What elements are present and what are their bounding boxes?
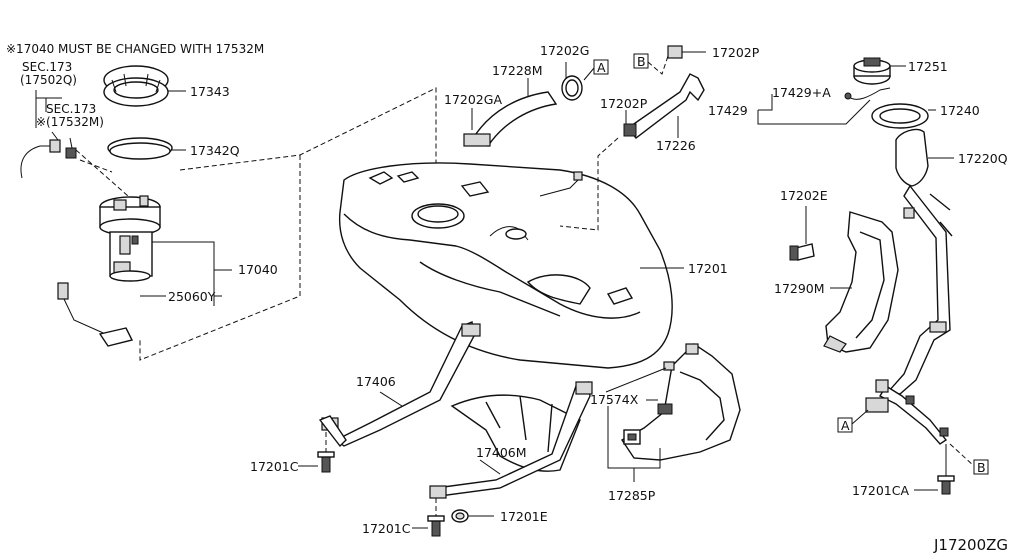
fuel-pump-assembly bbox=[99, 195, 161, 282]
fuel-tank bbox=[338, 162, 673, 369]
callout-17202ga: 17202GA bbox=[444, 92, 502, 107]
callout-17429: 17429 bbox=[708, 103, 748, 118]
bolt-17201ca bbox=[937, 444, 955, 495]
callout-17228m: 17228M bbox=[492, 63, 543, 78]
callout-17285p: 17285P bbox=[608, 488, 656, 503]
callout-17343: 17343 bbox=[190, 84, 230, 99]
marker-b-right bbox=[973, 459, 989, 475]
callout-17202e: 17202E bbox=[780, 188, 828, 203]
marker-b-top-label: B bbox=[637, 54, 646, 69]
marker-a-right-label: A bbox=[841, 418, 850, 433]
marker-a-top bbox=[593, 59, 609, 75]
callout-17202p-mid: 17202P bbox=[600, 96, 648, 111]
sec-ref-leader bbox=[35, 90, 62, 128]
callout-17290m: 17290M bbox=[774, 281, 825, 296]
sec-ref-2-sub: ※(17532M) bbox=[36, 115, 104, 129]
callout-17201: 17201 bbox=[688, 261, 728, 276]
heat-insulator bbox=[450, 394, 581, 472]
callout-17406m: 17406M bbox=[476, 445, 527, 460]
fuel-level-sender bbox=[57, 282, 134, 347]
callout-17342q: 17342Q bbox=[190, 143, 240, 158]
hose-clamp-17202g bbox=[561, 75, 583, 101]
bolt-17201c-left bbox=[317, 432, 335, 473]
change-note: ※17040 MUST BE CHANGED WITH 17532M bbox=[6, 42, 264, 56]
callout-25060y: 25060Y bbox=[168, 289, 216, 304]
bolt-17201c-bottom bbox=[427, 498, 445, 537]
sec-ref-1: SEC.173 bbox=[22, 60, 72, 74]
grommet bbox=[789, 243, 815, 261]
cap-tether bbox=[844, 87, 891, 100]
callout-17201ca: 17201CA bbox=[852, 483, 909, 498]
retainer-ring bbox=[103, 65, 169, 107]
callout-17201c-bottom: 17201C bbox=[362, 521, 411, 536]
callout-17240: 17240 bbox=[940, 103, 980, 118]
filler-hose bbox=[463, 91, 558, 147]
sec-ref-1-sub: (17502Q) bbox=[20, 73, 77, 87]
filler-protector bbox=[823, 211, 899, 353]
diagram-code: J17200ZG bbox=[933, 536, 1008, 554]
tank-protector bbox=[620, 343, 741, 461]
callout-17226: 17226 bbox=[656, 138, 696, 153]
marker-b-right-label: B bbox=[977, 460, 986, 475]
tank-band-17406 bbox=[318, 321, 481, 448]
callout-17251: 17251 bbox=[908, 59, 948, 74]
breather-tube bbox=[623, 45, 705, 139]
callout-17202p-top: 17202P bbox=[712, 45, 760, 60]
callout-17574x: 17574X bbox=[590, 392, 639, 407]
callout-17040: 17040 bbox=[238, 262, 278, 277]
callout-17202g: 17202G bbox=[540, 43, 589, 58]
tank-band-17406m bbox=[429, 381, 593, 499]
filler-tube bbox=[865, 128, 953, 445]
filler-seal bbox=[871, 103, 929, 129]
marker-a-top-label: A bbox=[597, 60, 606, 75]
callout-17201c-left: 17201C bbox=[250, 459, 299, 474]
marker-a-right bbox=[837, 417, 853, 433]
callout-17429a: 17429+A bbox=[772, 85, 831, 100]
filler-cap bbox=[853, 57, 891, 85]
marker-b-top bbox=[633, 53, 649, 69]
harness-connector-top bbox=[20, 131, 77, 179]
callout-17406: 17406 bbox=[356, 374, 396, 389]
seal-ring bbox=[107, 137, 173, 160]
pump-leader bbox=[152, 241, 232, 306]
nut-17201e bbox=[451, 509, 469, 523]
callout-17220q: 17220Q bbox=[958, 151, 1008, 166]
sec-ref-2: SEC.173 bbox=[46, 102, 96, 116]
callout-17201e: 17201E bbox=[500, 509, 548, 524]
